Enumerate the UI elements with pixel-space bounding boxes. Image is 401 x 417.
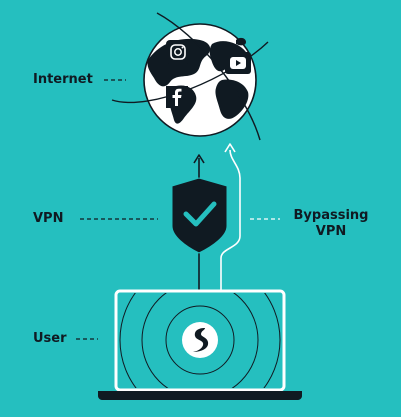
bypassing-vpn-label: Bypassing VPN — [290, 208, 372, 240]
bypassing-label-line1: Bypassing — [293, 208, 369, 223]
user-label: User — [33, 331, 67, 346]
surfshark-logo-icon — [182, 322, 218, 358]
shield-check-icon — [171, 177, 228, 254]
instagram-icon — [166, 40, 190, 64]
youtube-icon — [225, 52, 251, 74]
vpn-label: VPN — [33, 211, 64, 226]
screen-radar-rings — [119, 293, 281, 388]
laptop — [98, 289, 302, 400]
facebook-icon — [166, 86, 188, 108]
internet-label: Internet — [33, 72, 93, 87]
bypassing-label-line2: VPN — [315, 224, 347, 239]
globe — [111, 12, 269, 141]
bypass-path-arrow — [220, 143, 241, 290]
